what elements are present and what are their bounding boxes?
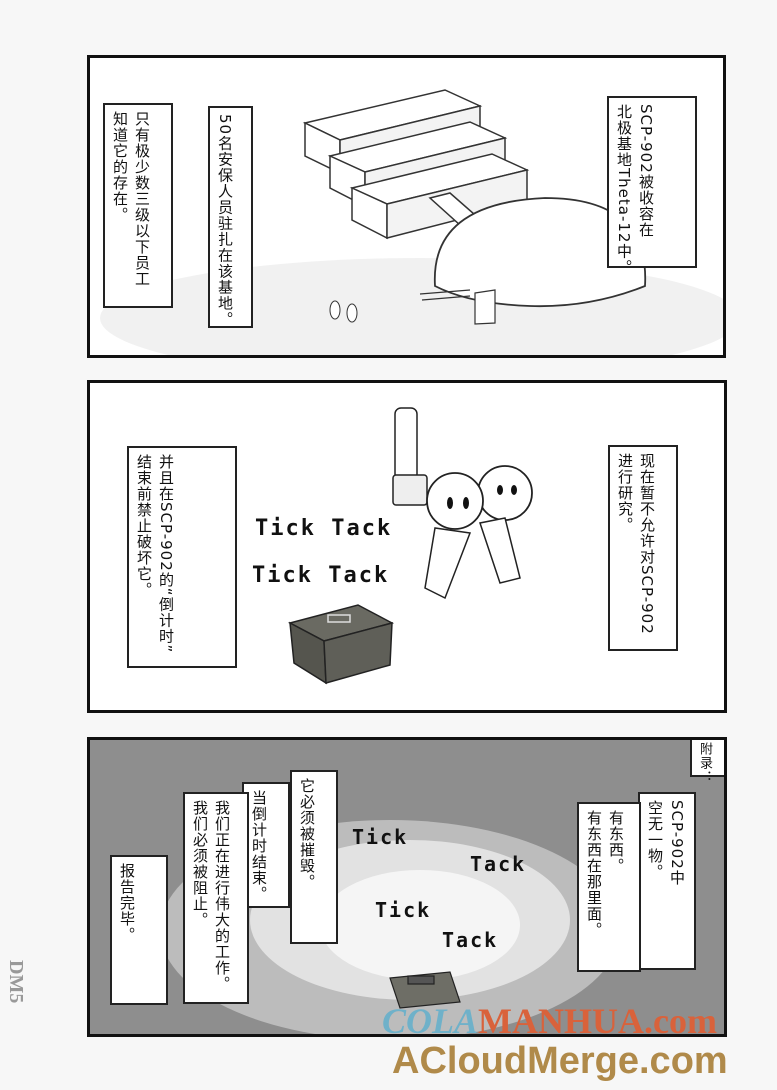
caption-countdown-ends: 当倒计时结束。: [242, 782, 290, 908]
caption-report-end-text: 报告完毕。: [118, 863, 136, 943]
caption-countdown-ends-text: 当倒计时结束。: [250, 790, 268, 902]
caption-must-destroy-text: 它必须被摧毁。: [298, 778, 316, 890]
sfx-tick-tack-2: Tick Tack: [252, 563, 390, 588]
sfx-tick-2: Tick: [375, 898, 432, 922]
caption-security-staff: 50名安保人员驻扎在该基地。: [208, 106, 253, 328]
caption-something-inside: 有东西。 有东西在那里面。: [577, 802, 641, 972]
caption-something-inside-text: 有东西。 有东西在那里面。: [585, 810, 625, 938]
cola-manhua-watermark: COLAMANHUA.com: [382, 1000, 717, 1042]
panel-countdown: 并且在SCP-902的“倒计时” 结束前禁止破坏它。 现在暂不允许对SCP-90…: [87, 380, 727, 713]
sfx-tack-1: Tack: [470, 852, 527, 876]
sfx-tack-2: Tack: [442, 928, 499, 952]
caption-great-work-text: 我们正在进行伟大的工作。 我们必须被阻止。: [191, 800, 231, 992]
caption-containment: SCP-902被收容在 北极基地Theta-12中。: [607, 96, 697, 275]
panel-appendix: 附录： SCP-902中 空无一物。 有东西。 有东西在那里面。 它必须被摧毁。…: [87, 737, 727, 1037]
caption-empty: SCP-902中 空无一物。: [638, 792, 696, 970]
caption-no-research-text: 现在暂不允许对SCP-902 进行研究。: [616, 453, 656, 635]
side-watermark: DM5: [5, 960, 27, 1004]
manhua-text: MANHUA.com: [478, 1001, 717, 1041]
acloudmerge-watermark: ACloudMerge.com: [392, 1040, 728, 1082]
appendix-label: 附录：: [690, 740, 724, 784]
caption-must-destroy: 它必须被摧毁。: [290, 770, 338, 944]
caption-few-staff: 只有极少数三级以下员工 知道它的存在。: [103, 103, 173, 308]
sfx-tick-tack-1: Tick Tack: [255, 516, 393, 541]
cola-text: COLA: [382, 1001, 479, 1041]
appendix-label-text: 附录：: [697, 742, 712, 784]
arctic-base-illustration: [100, 89, 723, 355]
caption-security-staff-text: 50名安保人员驻扎在该基地。: [216, 114, 234, 328]
caption-containment-text: SCP-902被收容在 北极基地Theta-12中。: [615, 104, 655, 276]
caption-great-work: 我们正在进行伟大的工作。 我们必须被阻止。: [183, 792, 249, 1004]
caption-no-research: 现在暂不允许对SCP-902 进行研究。: [608, 445, 678, 651]
caption-empty-text: SCP-902中 空无一物。: [646, 800, 686, 886]
caption-no-destroy-text: 并且在SCP-902的“倒计时” 结束前禁止破坏它。: [135, 454, 175, 654]
caption-report-end: 报告完毕。: [110, 855, 168, 1005]
characters-illustration: [287, 407, 533, 685]
caption-few-staff-text: 只有极少数三级以下员工 知道它的存在。: [111, 111, 151, 287]
sfx-tick-1: Tick: [352, 825, 409, 849]
panel-arctic-base: 只有极少数三级以下员工 知道它的存在。 50名安保人员驻扎在该基地。 SCP-9…: [87, 55, 726, 358]
caption-no-destroy: 并且在SCP-902的“倒计时” 结束前禁止破坏它。: [127, 446, 237, 668]
